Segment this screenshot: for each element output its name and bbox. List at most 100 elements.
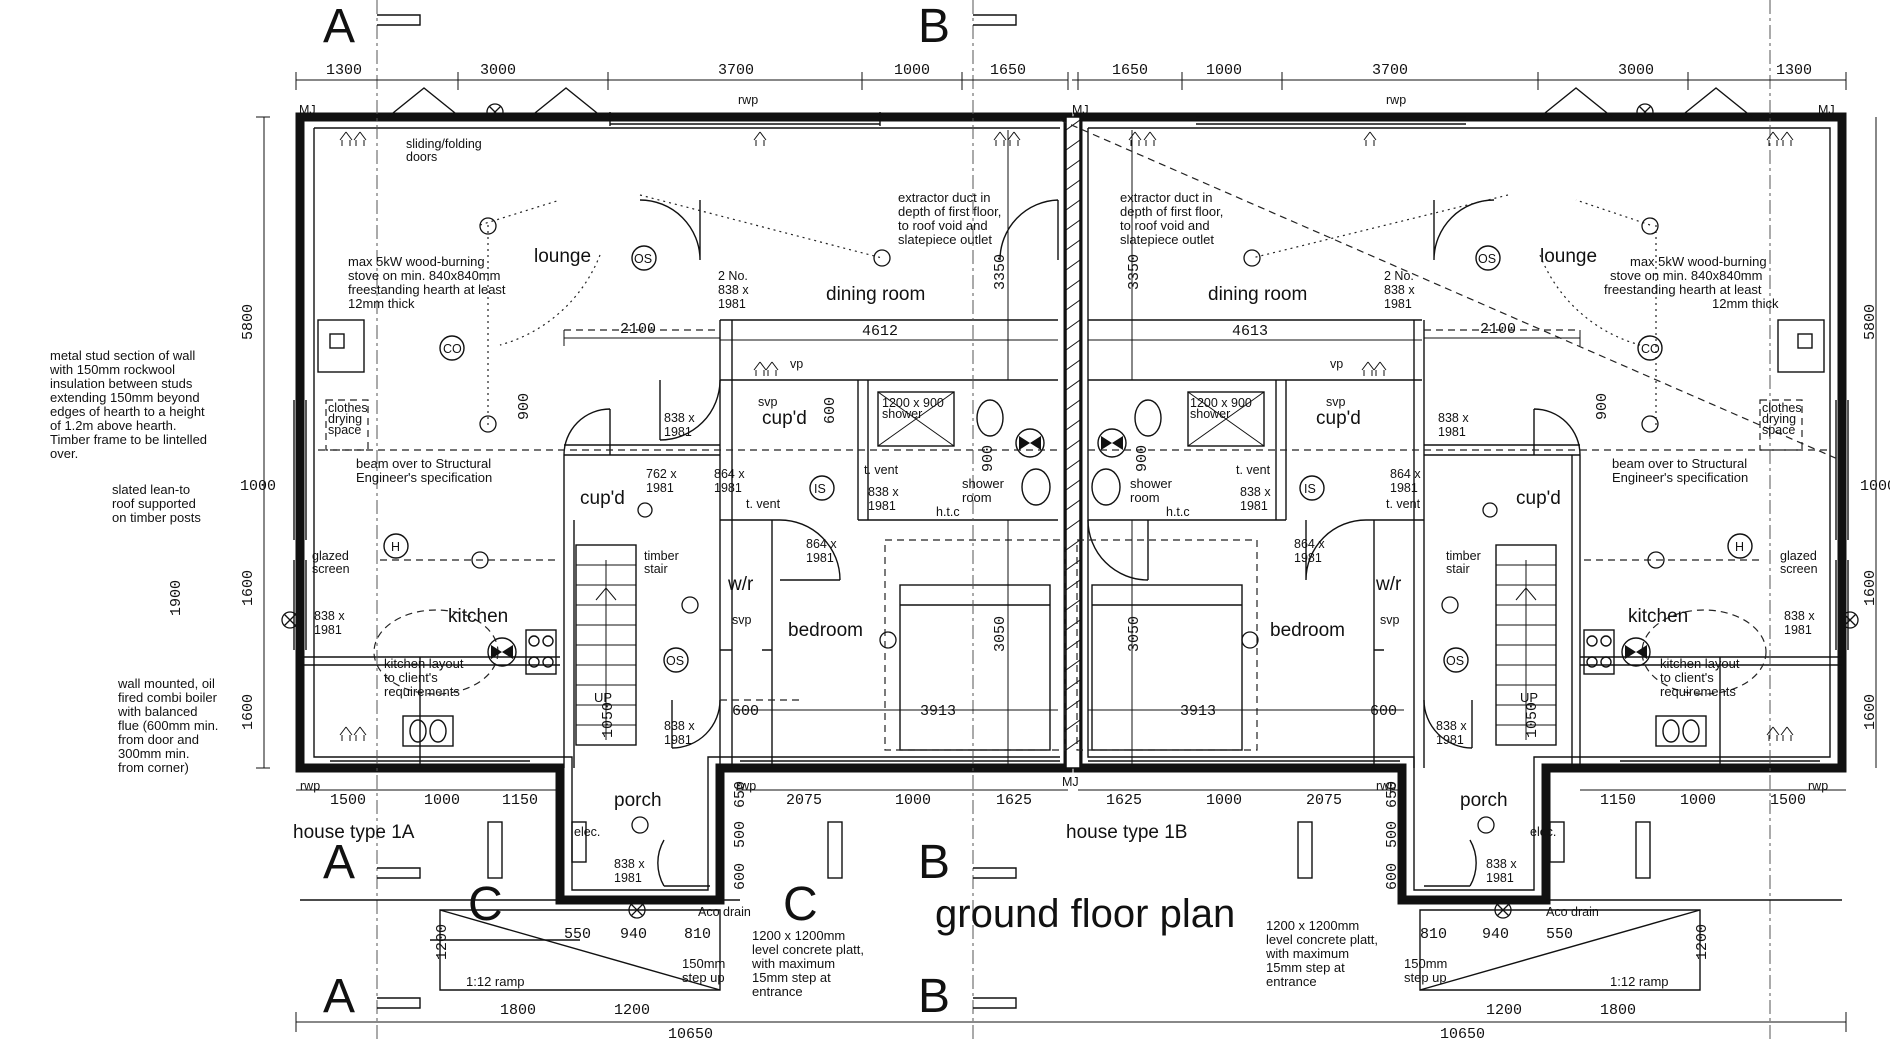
boiler-5: from door and (118, 732, 199, 747)
mj-3: MJ (1818, 103, 1835, 117)
folding-doors (387, 87, 1753, 118)
dim-bot-mr-1: 1625 (1106, 792, 1142, 809)
dim-3913-l: 3913 (920, 703, 956, 720)
kl-l-2: to client's (384, 670, 438, 685)
ramp-r: 1:12 ramp (1610, 974, 1669, 989)
stairs (575, 544, 1557, 746)
dim-top-l-4: 1000 (894, 62, 930, 79)
dim-ramp-r-1: 1200 (1486, 1002, 1522, 1019)
dim-4612: 4612 (862, 323, 898, 340)
section-flags (377, 14, 1017, 1009)
stair-1a: timber (644, 549, 679, 563)
room-lounge-l: lounge (534, 246, 591, 267)
dim-ramp-l-2: 1200 (614, 1002, 650, 1019)
dim-porch-l-2: 940 (620, 926, 647, 943)
door-838-f2: 1981 (1784, 623, 1812, 637)
mj-4: MJ (1062, 775, 1079, 789)
door-762-2: 1981 (646, 481, 674, 495)
room-shower-l-2: room (962, 490, 992, 505)
platt-l-3: with maximum (751, 956, 835, 971)
room-bedroom-l: bedroom (788, 620, 863, 641)
stair-2b: stair (1446, 562, 1470, 576)
extractor-l-2: depth of first floor, (898, 204, 1001, 219)
room-wr-l: w/r (727, 574, 754, 595)
boiler-7: from corner) (118, 760, 189, 775)
step-r-1: 150mm (1404, 956, 1447, 971)
aco-2: Aco drain (1546, 905, 1599, 919)
dim-900-l2: 900 (980, 445, 997, 472)
svp-3: svp (732, 613, 752, 627)
dim-bot-ml-3: 1625 (996, 792, 1032, 809)
section-b-mid: B (918, 836, 950, 889)
symbol-co-2: CO (1641, 342, 1660, 356)
dim-top-l-2: 3000 (480, 62, 516, 79)
dim-bot-l-3: 1150 (502, 792, 538, 809)
section-b-top: B (918, 0, 950, 53)
step-l-1: 150mm (682, 956, 725, 971)
tvent-1: t. vent (864, 463, 899, 477)
tray-1a: 1200 x 900 (882, 396, 944, 410)
symbol-is-1: IS (814, 482, 826, 496)
stove-l-4: 12mm thick (348, 296, 415, 311)
aco-1: Aco drain (698, 905, 751, 919)
room-dining-l: dining room (826, 284, 925, 305)
dim-bot-l-1: 1500 (330, 792, 366, 809)
platt-l-2: level concrete platt, (752, 942, 864, 957)
dim-top-r-2: 1000 (1206, 62, 1242, 79)
room-kitchen-r: kitchen (1628, 606, 1688, 627)
clothes-2a: clothes (1762, 401, 1802, 415)
symbol-os-3: OS (666, 654, 684, 668)
dim-3913-r: 3913 (1180, 703, 1216, 720)
tvent-4: t. vent (1386, 497, 1421, 511)
symbol-h-1: H (391, 540, 400, 554)
external-works (300, 821, 1842, 991)
metal-stud-8: over. (50, 446, 78, 461)
room-porch-r: porch (1460, 790, 1508, 811)
stove-r-3: freestanding hearth at least (1604, 282, 1762, 297)
room-lounge-r: lounge (1540, 246, 1597, 267)
dashed-lines (318, 0, 1841, 1042)
stove-l-1: max 5kW wood-burning (348, 254, 485, 269)
door-864-a1: 864 x (714, 467, 745, 481)
extractor-r-1: extractor duct in (1120, 190, 1213, 205)
dim-3050-r: 3050 (1126, 616, 1143, 652)
htc-1: h.t.c (936, 505, 960, 519)
dim-900-r1: 900 (1594, 393, 1611, 420)
section-a-top: A (323, 0, 355, 53)
dim-porch-r-3: 550 (1546, 926, 1573, 943)
symbol-is-2: IS (1304, 482, 1316, 496)
lean-to-1: slated lean-to (112, 482, 190, 497)
door-864-c1: 864 x (806, 537, 837, 551)
dim-650-l: 650 (732, 781, 749, 808)
dim-3350-r: 3350 (1126, 254, 1143, 290)
door-838-c1: 838 x (868, 485, 899, 499)
svp-2: svp (1326, 395, 1346, 409)
dim-650-r: 650 (1384, 781, 1401, 808)
metal-stud-4: extending 150mm beyond (50, 390, 200, 405)
rwp-4: rwp (736, 779, 756, 793)
kl-r-3: requirements (1660, 684, 1736, 699)
room-names: lounge lounge dining room dining room ki… (448, 246, 1688, 811)
room-dining-r: dining room (1208, 284, 1307, 305)
symbol-os-4: OS (1446, 654, 1464, 668)
kitchen-fittings (373, 609, 1767, 747)
dim-900-l1: 900 (516, 393, 533, 420)
rwp-6: rwp (1808, 779, 1828, 793)
dim-1050-l: 1050 (600, 702, 617, 738)
stove-l-3: freestanding hearth at least (348, 282, 506, 297)
kl-l-1: kitchen layout (384, 656, 464, 671)
door-864-a2: 1981 (714, 481, 742, 495)
extractor-r-3: to roof void and (1120, 218, 1210, 233)
vp-1: vp (790, 357, 803, 371)
door-838-e2: 1981 (314, 623, 342, 637)
glazed-2b: screen (1780, 562, 1818, 576)
platt-r-3: with maximum (1265, 946, 1349, 961)
platt-r-1: 1200 x 1200mm (1266, 918, 1359, 933)
platt-l-4: 15mm step at (752, 970, 831, 985)
lean-to-2: roof supported (112, 496, 196, 511)
dim-porch-r-1: 810 (1420, 926, 1447, 943)
extractor-r-2: depth of first floor, (1120, 204, 1223, 219)
dim-5800-l: 5800 (240, 304, 257, 340)
twono-r-3: 1981 (1384, 297, 1412, 311)
beam-r-2: Engineer's specification (1612, 470, 1748, 485)
